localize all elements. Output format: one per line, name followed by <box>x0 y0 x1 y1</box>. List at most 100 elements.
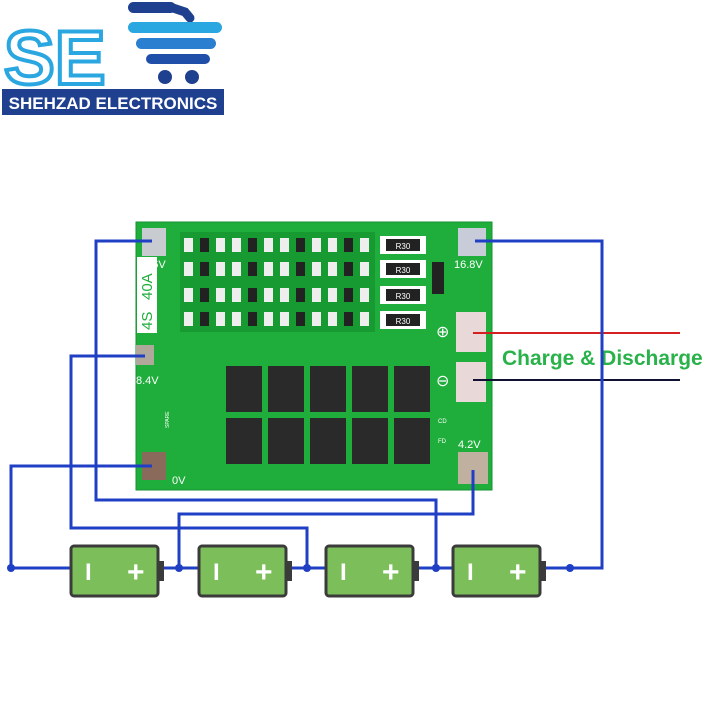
smd-part <box>296 238 305 252</box>
pad-negative <box>456 362 486 402</box>
smd-part <box>312 312 321 326</box>
smd-part <box>344 312 353 326</box>
pad-label-8-4v: 8.4V <box>136 375 159 387</box>
mosfet <box>352 418 388 464</box>
rating-cells: 4S <box>139 312 156 330</box>
rating-current: 40A <box>139 273 156 300</box>
smd-part <box>232 312 241 326</box>
smd-part <box>184 262 193 276</box>
wire-8-4v <box>69 354 309 568</box>
smd-part <box>280 312 289 326</box>
mosfet <box>226 366 262 412</box>
smd-part <box>328 288 337 302</box>
smd-part <box>264 238 273 252</box>
logo: SE SHEHZAD ELECTRONICS <box>2 2 224 115</box>
smd-part <box>200 312 209 326</box>
smd-part <box>328 312 337 326</box>
battery-minus-label: I <box>340 559 347 586</box>
battery-pack: I+I+I+I+ <box>69 544 546 598</box>
smd-part <box>360 288 369 302</box>
smd-part <box>312 262 321 276</box>
mosfet <box>352 366 388 412</box>
battery-plus-label: + <box>255 556 273 589</box>
smd-part <box>200 262 209 276</box>
pad-label-16-8v: 16.8V <box>454 259 483 271</box>
battery-terminal <box>540 561 546 581</box>
smd-part <box>216 238 225 252</box>
battery-cell: I+ <box>197 544 292 598</box>
shunt-resistor-body <box>386 314 420 326</box>
smd-part <box>184 288 193 302</box>
smd-part <box>344 262 353 276</box>
smd-part <box>216 312 225 326</box>
smd-part <box>360 238 369 252</box>
battery-cell: I+ <box>451 544 546 598</box>
battery-minus-label: I <box>213 559 220 586</box>
battery-plus-label: + <box>509 556 527 589</box>
logo-monogram: SE <box>4 16 105 101</box>
smd-part <box>280 288 289 302</box>
wire-0v <box>9 464 152 568</box>
smd-part <box>264 288 273 302</box>
junction-dots <box>7 564 574 572</box>
smd-part <box>264 262 273 276</box>
resistor-marking: R30 <box>396 242 411 251</box>
cd-label: CD <box>438 419 447 425</box>
shunt-resistor-body <box>386 263 420 275</box>
spare-label: SPARE <box>165 411 171 428</box>
battery-cell: I+ <box>324 544 419 598</box>
logo-wheel <box>185 70 199 84</box>
plus-symbol: ⊕ <box>436 324 449 341</box>
mosfet <box>268 418 304 464</box>
smd-part <box>184 238 193 252</box>
shunt-resistor-body <box>386 289 420 301</box>
pad-label-0v: 0V <box>172 475 186 487</box>
logo-bar <box>128 22 222 33</box>
smd-part <box>200 238 209 252</box>
mosfet <box>310 366 346 412</box>
battery-terminal <box>286 561 292 581</box>
pad-label-12-6v: 12.6V <box>137 259 166 271</box>
battery-minus-label: I <box>467 559 474 586</box>
smd-part <box>200 288 209 302</box>
smd-part <box>360 312 369 326</box>
smd-part <box>264 312 273 326</box>
smd-part <box>328 262 337 276</box>
logo-wheel <box>158 70 172 84</box>
smd-part <box>344 288 353 302</box>
smd-part <box>312 238 321 252</box>
mosfet <box>310 418 346 464</box>
smd-part <box>280 238 289 252</box>
diode <box>432 262 444 294</box>
smd-part <box>216 288 225 302</box>
wire-12-6v <box>94 239 438 568</box>
wire-16-8v <box>475 239 604 570</box>
logo-banner <box>2 89 224 115</box>
battery-plus-label: + <box>382 556 400 589</box>
resistor-marking: R30 <box>396 292 411 301</box>
smd-part <box>248 262 257 276</box>
smd-part <box>312 288 321 302</box>
logo-bar <box>136 38 216 49</box>
control-section <box>180 232 375 332</box>
smd-part <box>360 262 369 276</box>
smd-components <box>184 238 369 326</box>
smd-part <box>328 238 337 252</box>
rating-label-box <box>137 257 157 333</box>
smd-part <box>280 262 289 276</box>
battery-cell: I+ <box>69 544 164 598</box>
smd-part <box>248 238 257 252</box>
battery-terminal <box>413 561 419 581</box>
shunt-resistor-body <box>386 239 420 251</box>
logo-bar <box>146 54 210 64</box>
battery-plus-label: + <box>127 556 145 589</box>
smd-part <box>232 262 241 276</box>
mosfet <box>268 366 304 412</box>
battery-terminal <box>158 561 164 581</box>
battery-minus-label: I <box>85 559 92 586</box>
mosfet <box>394 366 430 412</box>
smd-part <box>296 288 305 302</box>
resistor-marking: R30 <box>396 317 411 326</box>
